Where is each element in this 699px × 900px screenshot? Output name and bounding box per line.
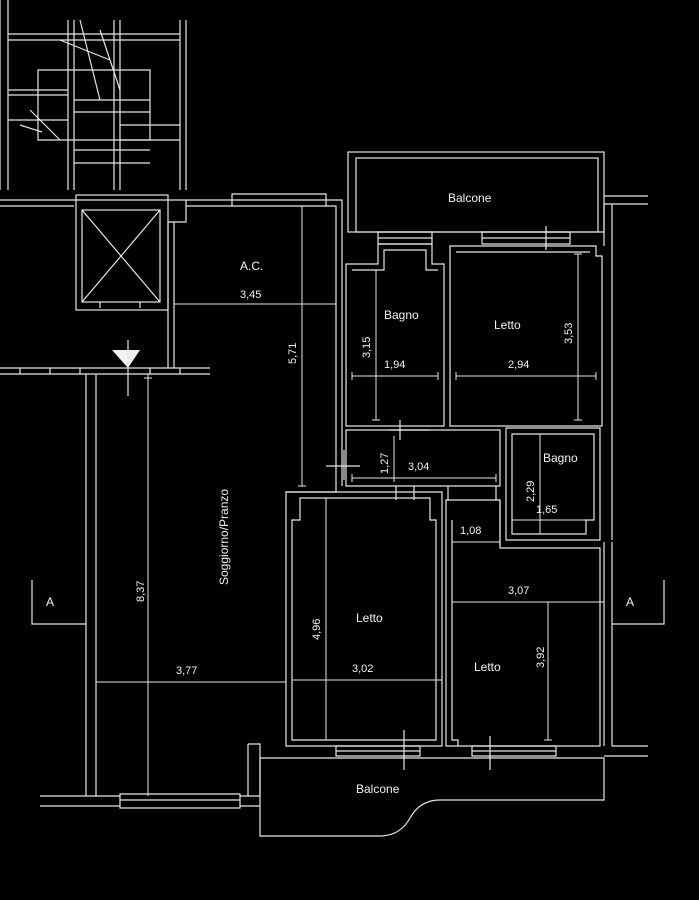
dim-corridor-height: 1,27 (379, 453, 391, 474)
dim-soggiorno-width: 3,77 (176, 665, 197, 677)
section-marker-right (612, 580, 665, 625)
dim-passage-width: 1,08 (460, 525, 481, 537)
section-marker-left (31, 580, 86, 625)
room-label-soggiorno: Soggiorno/Pranzo (217, 489, 231, 585)
bagno-1 (345, 243, 445, 427)
dim-bagno2-width: 1,65 (536, 504, 557, 516)
dim-letto3-width: 3,07 (508, 585, 529, 597)
dim-bagno2-height: 2,29 (525, 481, 537, 502)
stair-core (0, 0, 187, 207)
dim-letto2-width: 3,02 (352, 663, 373, 675)
room-label-letto-1: Letto (494, 318, 521, 332)
section-mark-left: A (46, 595, 54, 609)
balcony-top (347, 151, 605, 250)
dim-soggiorno-height: 8,37 (135, 581, 147, 602)
corridor (326, 420, 501, 500)
dim-ac-width: 3,45 (240, 289, 261, 301)
room-label-bagno-2: Bagno (543, 451, 578, 465)
dim-ac-height: 5,71 (287, 343, 299, 364)
letto-3 (445, 499, 601, 770)
room-label-letto-2: Letto (356, 611, 383, 625)
dim-bagno1-width: 1,94 (384, 359, 405, 371)
dim-letto3-height: 3,92 (535, 647, 547, 668)
dimension-lines (95, 205, 605, 796)
bagno-2 (505, 427, 601, 541)
section-mark-right: A (626, 595, 634, 609)
room-label-balcone-bottom: Balcone (356, 782, 400, 796)
dim-bagno1-height: 3,15 (361, 337, 373, 358)
balcony-bottom (259, 757, 605, 837)
room-label-balcone-top: Balcone (448, 191, 492, 205)
elevator (75, 194, 169, 311)
room-label-letto-3: Letto (474, 660, 501, 674)
dim-letto1-width: 2,94 (508, 359, 529, 371)
dim-letto2-height: 4,96 (311, 619, 323, 640)
letto-2 (285, 491, 443, 770)
north-symbol (112, 340, 140, 396)
letto-1 (449, 245, 603, 427)
dim-letto1-height: 3,53 (563, 323, 575, 344)
room-label-ac: A.C. (240, 259, 263, 273)
room-label-bagno-1: Bagno (384, 308, 419, 322)
exterior-walls (0, 193, 648, 809)
dim-corridor-width: 3,04 (408, 461, 429, 473)
